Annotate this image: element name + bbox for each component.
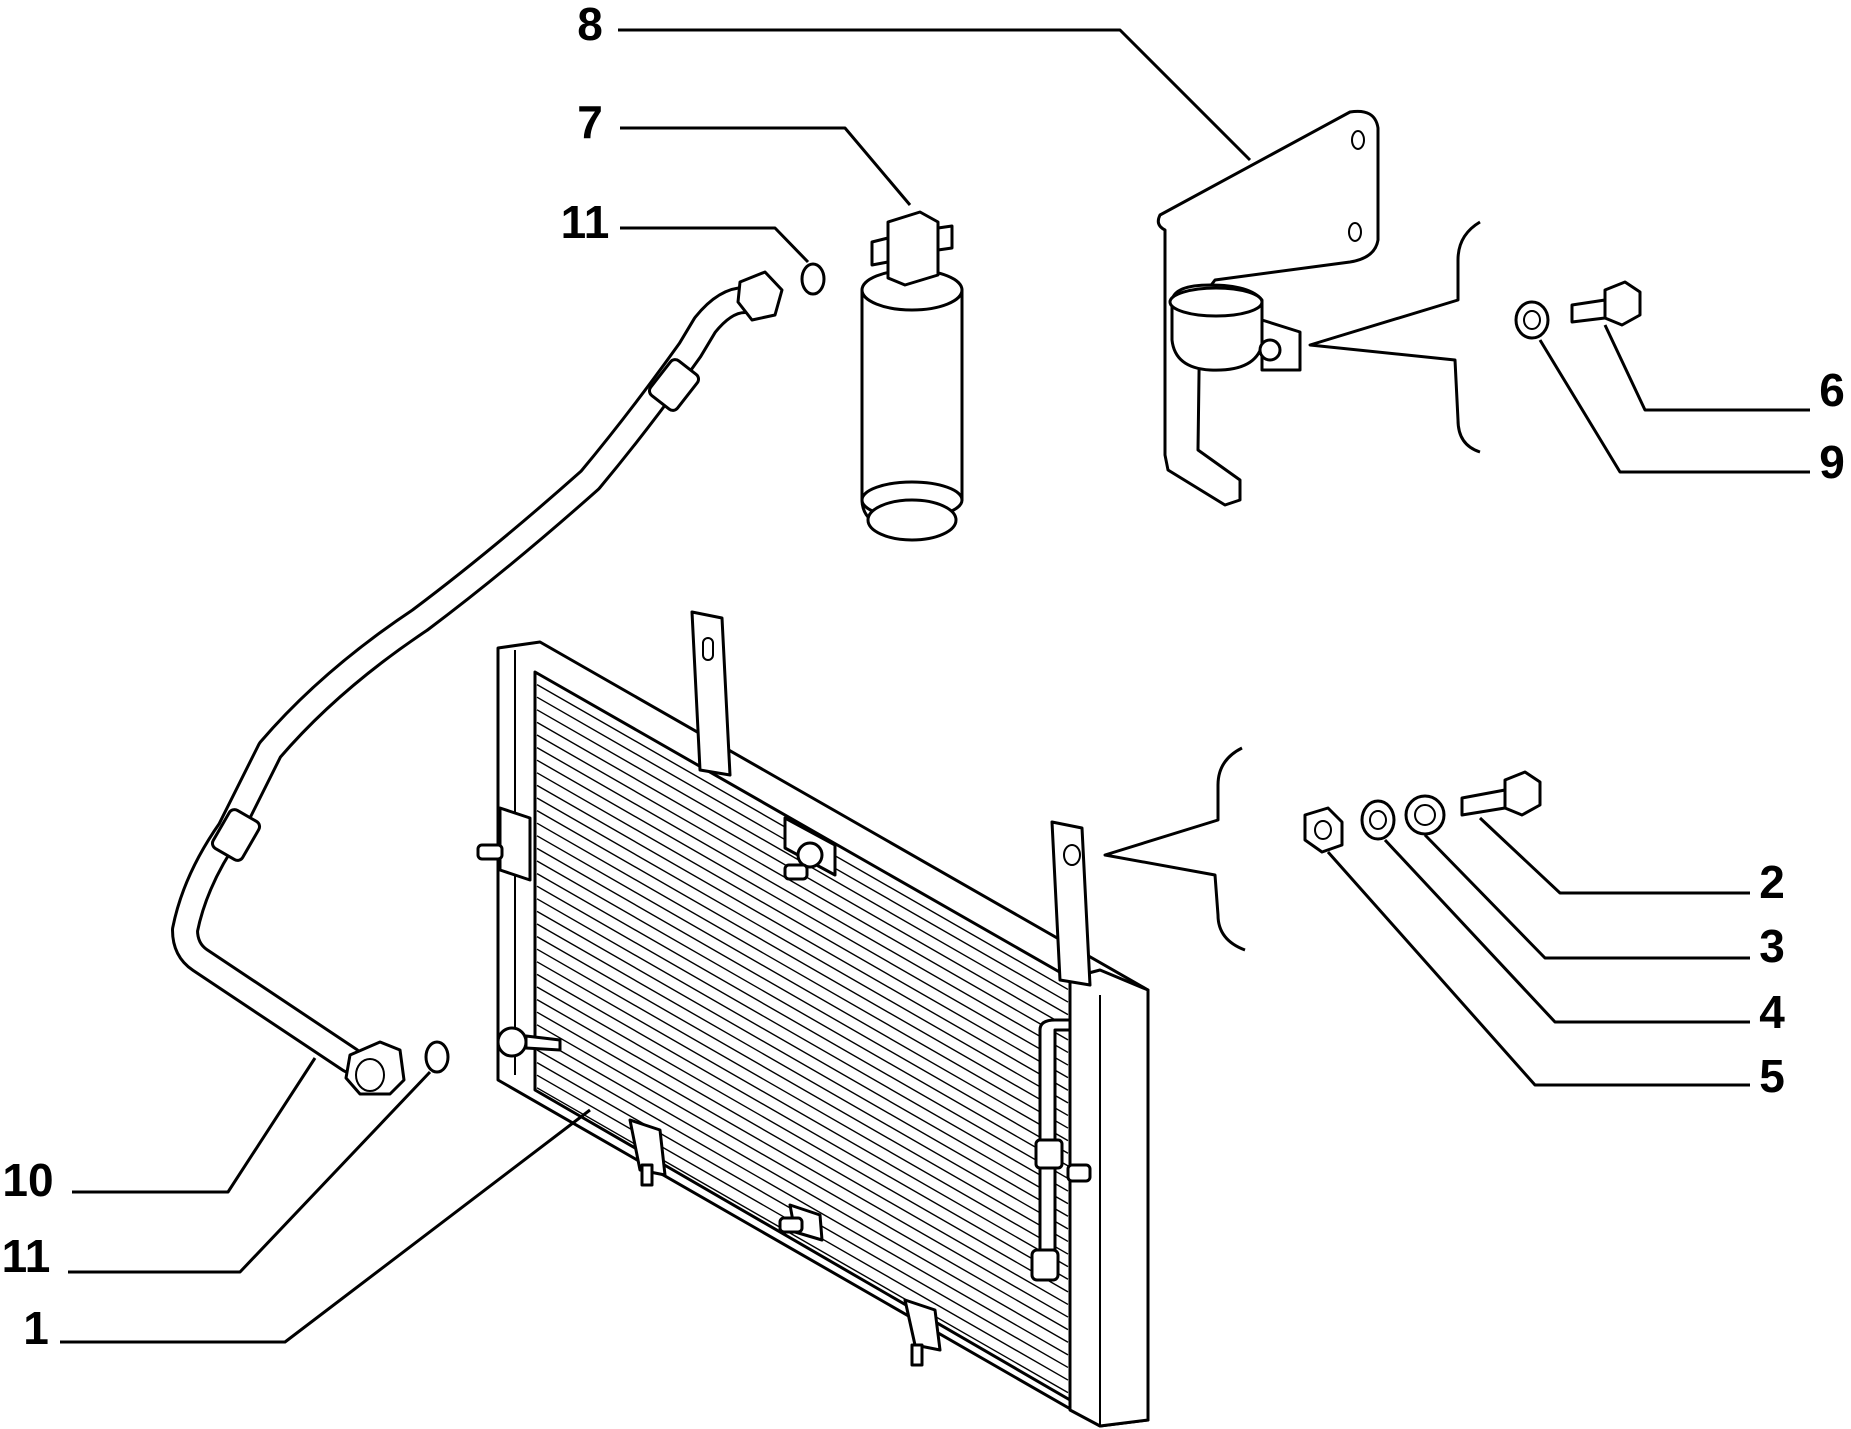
callout-9: 9 — [1819, 436, 1845, 488]
refrigerant-pipe — [171, 270, 784, 1096]
seal-ring-bottom — [424, 1040, 450, 1074]
brace-upper — [1308, 220, 1481, 454]
receiver-drier — [860, 210, 964, 542]
condenser-fin-line — [536, 935, 1069, 1243]
side-bracket-left — [498, 806, 532, 882]
leader-8 — [618, 28, 1252, 162]
pipe-nut-bottom — [344, 1040, 406, 1096]
condenser-fin-line — [536, 1049, 1069, 1356]
condenser-fin-line — [536, 809, 1069, 1117]
condenser-fin-line — [536, 759, 1069, 1066]
condenser-fin-line — [536, 998, 1069, 1306]
callout-6: 6 — [1819, 364, 1845, 416]
callout-8: 8 — [577, 0, 603, 50]
condenser-fin-line — [536, 860, 1069, 1167]
leader-11b — [68, 1070, 432, 1274]
callout-2: 2 — [1759, 856, 1785, 908]
leader-6 — [1603, 324, 1810, 412]
leader-11a — [620, 226, 810, 264]
condenser-fin-line — [536, 822, 1069, 1129]
leader-7 — [620, 126, 912, 206]
nut-5 — [1303, 806, 1344, 854]
leader-1 — [60, 1108, 591, 1344]
condenser-fin-line — [536, 1011, 1069, 1318]
callout-4: 4 — [1759, 986, 1785, 1038]
condenser-fin-line — [536, 973, 1069, 1280]
leader-9 — [1538, 339, 1810, 474]
washer-9 — [1514, 300, 1550, 340]
inlet-fitting — [496, 1026, 528, 1058]
condenser-fins — [536, 683, 1069, 1394]
leader-10 — [72, 1057, 317, 1194]
condenser-fin-line — [536, 898, 1069, 1205]
leader-2 — [1478, 816, 1750, 895]
callout-7: 7 — [577, 96, 603, 148]
bolt-2 — [1460, 788, 1507, 817]
condenser-fin-line — [536, 885, 1069, 1192]
bracket-bottom-right — [903, 1298, 942, 1352]
mounting-tab-top-right — [1050, 820, 1092, 987]
condenser — [476, 610, 1150, 1428]
condenser-fin-line — [536, 1087, 1069, 1394]
condenser-fin-line — [536, 948, 1069, 1255]
callout-3: 3 — [1759, 920, 1785, 972]
condenser-fin-line — [536, 772, 1069, 1079]
condenser-fin-line — [536, 986, 1069, 1293]
condenser-fin-line — [536, 1036, 1069, 1343]
drier-bracket — [1156, 109, 1380, 507]
lock-washer-3 — [1404, 794, 1446, 836]
condenser-fin-line — [536, 784, 1069, 1091]
seal-ring-top — [800, 262, 826, 296]
callout-11-bottom: 11 — [2, 1230, 51, 1282]
leader-3 — [1423, 833, 1750, 960]
condenser-fin-line — [536, 797, 1069, 1104]
pipe-nut-top — [736, 270, 784, 322]
condenser-fin-line — [536, 872, 1069, 1180]
washer-4 — [1360, 799, 1396, 841]
condenser-fin-line — [536, 961, 1069, 1268]
callout-11-top: 11 — [561, 196, 610, 248]
bracket-bottom-left — [628, 1118, 667, 1177]
callout-1: 1 — [23, 1302, 49, 1354]
leader-4 — [1383, 838, 1750, 1024]
condenser-fin-line — [536, 835, 1069, 1142]
leader-5 — [1326, 851, 1750, 1087]
brace-lower — [1103, 746, 1246, 952]
condenser-fin-line — [536, 910, 1069, 1217]
condenser-fin-line — [536, 847, 1069, 1154]
bolt-6 — [1570, 298, 1607, 324]
callout-10: 10 — [2, 1154, 53, 1206]
mounting-tab-top-left — [690, 610, 732, 777]
condenser-fin-line — [536, 746, 1069, 1054]
condenser-fin-line — [536, 923, 1069, 1230]
callout-5: 5 — [1759, 1050, 1785, 1102]
condenser-fin-line — [536, 1024, 1069, 1331]
condenser-fin-line — [536, 734, 1069, 1041]
